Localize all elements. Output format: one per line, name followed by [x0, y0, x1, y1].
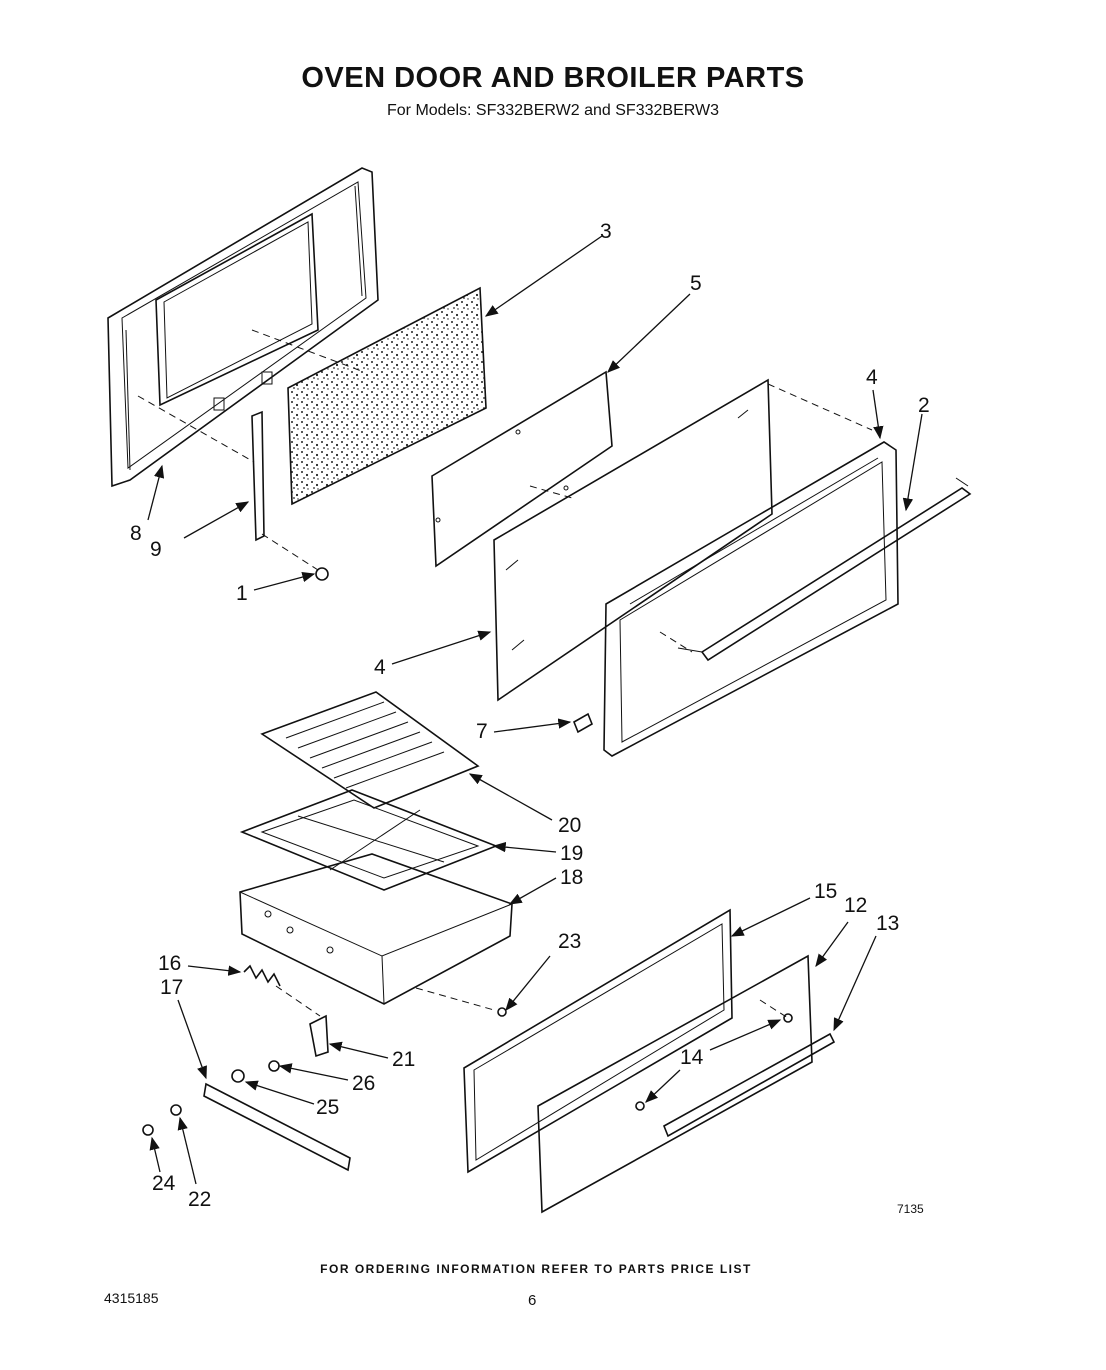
broiler-drawer — [239, 853, 513, 1005]
callout-labels: 3 5 4 2 8 9 1 4 7 20 19 18 15 12 13 23 1… — [130, 220, 930, 1211]
callout-21: 21 — [392, 1048, 415, 1071]
alignment-lines — [137, 329, 873, 1019]
door-insulation — [287, 286, 487, 506]
callout-17: 17 — [160, 976, 183, 999]
callout-16: 16 — [158, 952, 181, 975]
screw-part-26 — [268, 1060, 280, 1072]
drawer-bracket — [309, 1014, 329, 1058]
callout-26: 26 — [352, 1072, 375, 1095]
models-subtitle: For Models: SF332BERW2 and SF332BERW3 — [387, 102, 719, 119]
callout-18: 18 — [560, 866, 583, 889]
callout-3: 4 — [866, 366, 878, 389]
broiler-spring — [243, 964, 281, 987]
hinge-channel — [251, 410, 265, 542]
drawer-front-panel — [537, 954, 813, 1214]
drawer-handle — [662, 1032, 836, 1138]
screw-part-1 — [315, 567, 329, 581]
washer-part-22 — [170, 1104, 182, 1116]
callout-14: 14 — [680, 1046, 704, 1069]
callout-13: 13 — [876, 912, 899, 935]
callout-24: 25 — [316, 1096, 339, 1119]
callout-8: 7 — [476, 720, 488, 743]
callout-12: 12 — [844, 894, 867, 917]
callout-22: 22 — [188, 1188, 211, 1211]
screw-part-23 — [142, 1124, 154, 1136]
callout-19: 19 — [560, 842, 583, 865]
drawer-rail — [203, 1082, 351, 1172]
callout-4: 4 — [374, 656, 386, 679]
callout-1: 1 — [236, 582, 248, 605]
door-clip — [572, 712, 594, 734]
callout-leaders — [147, 235, 923, 1185]
broiler-grid — [260, 691, 480, 809]
door-glass-liner — [431, 370, 613, 568]
outer-door-frame — [603, 441, 899, 757]
callout-25: 23 — [558, 930, 581, 953]
callout-10: 9 — [150, 538, 162, 561]
door-handle — [677, 477, 972, 662]
figure-id: 7135 — [897, 1202, 924, 1216]
page-number: 6 — [528, 1292, 537, 1309]
callout-5: 5 — [690, 272, 702, 295]
inner-door-panel — [107, 167, 379, 488]
callout-9: 8 — [130, 522, 142, 545]
callout-20: 20 — [558, 814, 581, 837]
ordering-note: FOR ORDERING INFORMATION REFER TO PARTS … — [320, 1262, 752, 1276]
nut-part-24 — [231, 1069, 245, 1083]
fastener-part-14 — [635, 1013, 793, 1111]
screw-part-25 — [497, 1007, 507, 1017]
callout-2: 2 — [918, 394, 930, 417]
callout-15: 15 — [814, 880, 837, 903]
page-title: OVEN DOOR AND BROILER PARTS — [301, 62, 805, 94]
callout-23: 24 — [152, 1172, 176, 1195]
callout-7: 3 — [600, 220, 612, 243]
document-number: 4315185 — [104, 1290, 159, 1306]
drawer-liner-panel — [463, 908, 733, 1174]
door-glass — [493, 378, 773, 702]
